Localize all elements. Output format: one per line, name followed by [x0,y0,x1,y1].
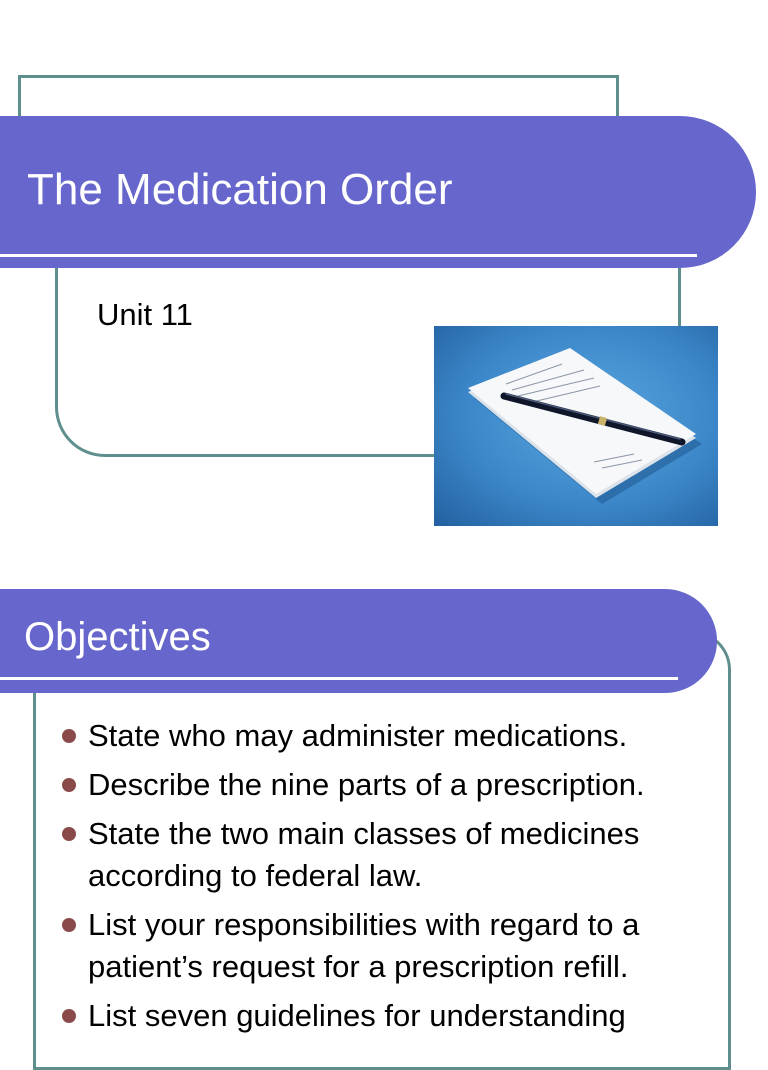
slide-frame-top [18,75,619,135]
title-bar [0,589,717,693]
bullet-dot-icon [62,729,76,743]
list-item: Describe the nine parts of a prescriptio… [62,764,752,806]
list-item: State the two main classes of medicines … [62,813,752,897]
title-underline [0,254,697,257]
list-item: List your responsibilities with regard t… [62,904,752,988]
bullet-dot-icon [62,778,76,792]
list-item-text: State who may administer medications. [88,718,628,753]
slide-subtitle: Unit 11 [97,297,193,332]
list-item-text: Describe the nine parts of a prescriptio… [88,767,645,802]
list-item-text: List your responsibilities with regard t… [88,907,640,984]
list-item-text: List seven guidelines for understanding [88,998,626,1033]
objectives-list: State who may administer medications. De… [62,715,752,1044]
list-item-text: State the two main classes of medicines … [88,816,640,893]
slide-title-text: The Medication Order [27,165,453,214]
prescription-pad-photo [434,326,718,526]
title-bar [0,116,756,268]
bullet-dot-icon [62,918,76,932]
slide-objectives: Objectives State who may administer medi… [0,560,768,1070]
title-underline [0,677,678,680]
slide-title-text: Objectives [24,615,211,659]
bullet-dot-icon [62,827,76,841]
slide-title: The Medication Order Unit 11 [0,75,756,526]
list-item: List seven guidelines for understanding [62,995,752,1037]
bullet-dot-icon [62,1009,76,1023]
list-item: State who may administer medications. [62,715,752,757]
